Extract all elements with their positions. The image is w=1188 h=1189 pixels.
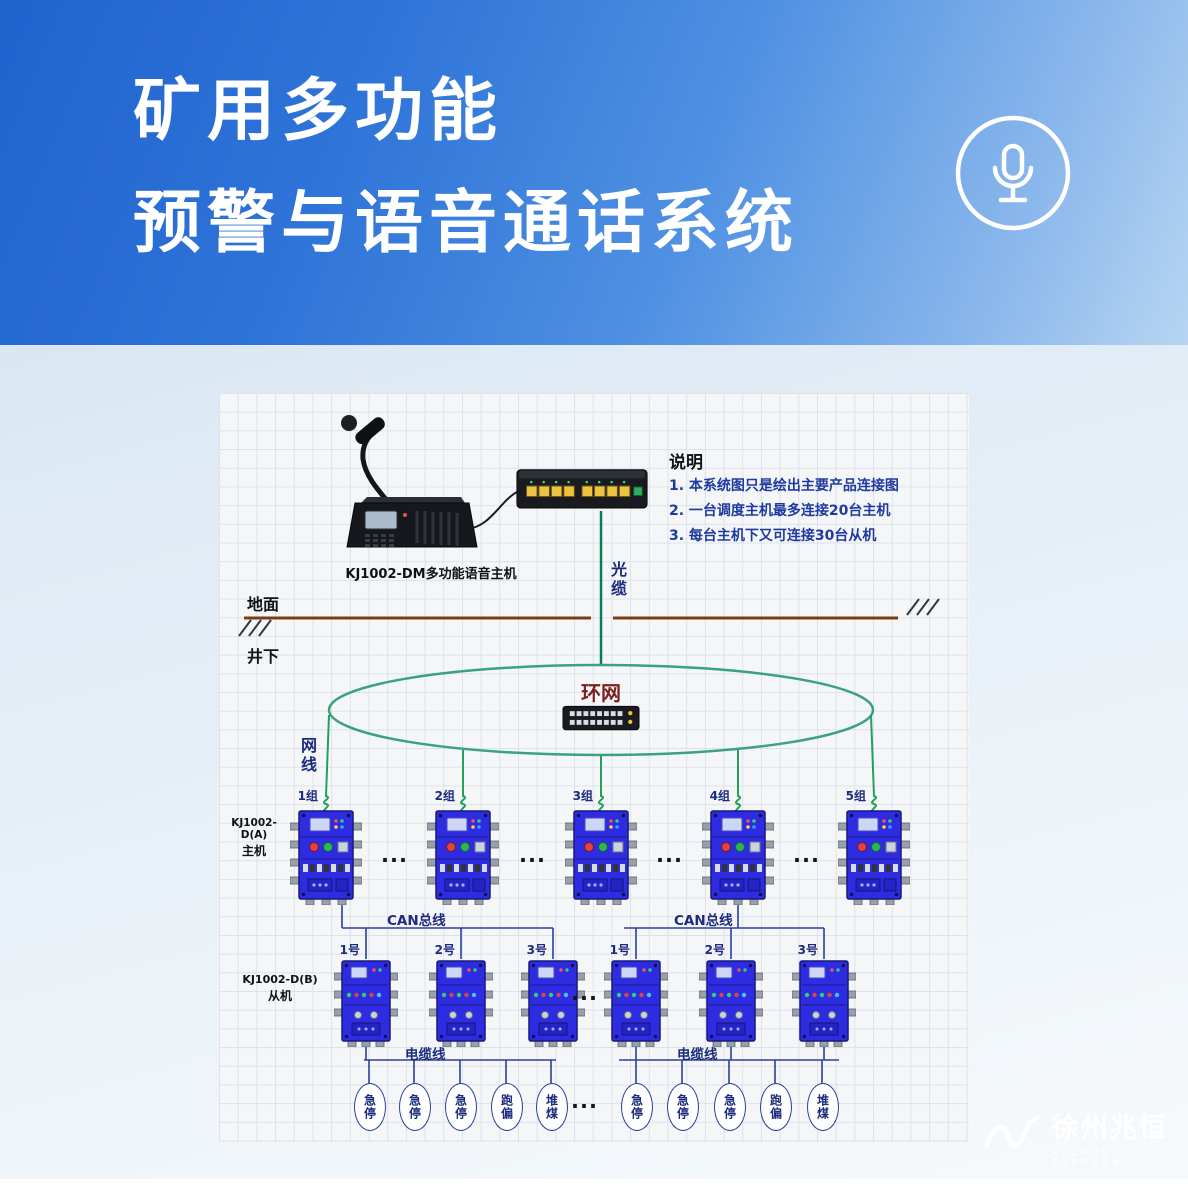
sensor-oval-4: 跑偏 — [491, 1083, 523, 1131]
sensor-label-5: 堆煤 — [544, 1094, 559, 1120]
master-device-3 — [565, 810, 637, 905]
masters-ellipsis-2: ... — [519, 843, 546, 867]
ring-switch-device — [562, 705, 640, 731]
slave-role: 从机 — [267, 989, 292, 1003]
group-label-3: 3组 — [572, 789, 593, 803]
sensor-oval-9: 跑偏 — [760, 1083, 792, 1131]
netline-label: 网线 — [298, 737, 317, 775]
slave-model: KJ1002-D(B) — [242, 973, 318, 986]
notes-block: 说明 1. 本系统图只是绘出主要产品连接图 2. 一台调度主机最多连接20台主机… — [669, 448, 899, 548]
slave-device-4 — [604, 960, 668, 1047]
master-device-4 — [702, 810, 774, 905]
underground-label: 井下 — [247, 647, 280, 666]
masters-ellipsis-1: ... — [381, 843, 408, 867]
slave-label-1: 1号 — [339, 943, 360, 957]
system-diagram: KJ1002-DM多功能语音主机 说明 1. 本系统图只是绘出主要产品连接图 2… — [219, 393, 969, 1142]
watermark-name: 徐州兆恒 — [1051, 1113, 1168, 1144]
sensor-label-6: 急停 — [629, 1094, 644, 1120]
watermark-logo — [984, 1115, 1040, 1148]
master-device-2 — [427, 810, 499, 905]
sensor-label-4: 跑偏 — [499, 1094, 514, 1120]
slave-device-2 — [429, 960, 493, 1047]
masters-ellipsis-3: ... — [656, 843, 683, 867]
header-banner: 矿用多功能 预警与语音通话系统 — [0, 0, 1188, 345]
sensor-label-10: 堆煤 — [815, 1094, 830, 1120]
watermark-subtitle: XUZHOU ZHAOHENG — [1051, 1148, 1133, 1168]
can-bus-label-right: CAN总线 — [674, 913, 733, 929]
group-label-5: 5组 — [845, 789, 866, 803]
watermark-text: 徐州兆恒 XUZHOU ZHAOHENG — [1052, 1106, 1188, 1168]
sensor-oval-8: 急停 — [714, 1083, 746, 1131]
page-title-line-2: 预警与语音通话系统 — [133, 184, 800, 263]
cable-label-right: 电缆线 — [677, 1047, 718, 1063]
note-item-3: 3. 每台主机下又可连接30台从机 — [669, 528, 877, 544]
slave-label-2: 2号 — [434, 943, 455, 957]
slave-label-6: 3号 — [797, 943, 818, 957]
brand-watermark: 徐州兆恒 XUZHOU ZHAOHENG — [983, 1106, 1188, 1168]
slaves-ellipsis: ... — [571, 981, 598, 1005]
note-item-1: 1. 本系统图只是绘出主要产品连接图 — [669, 478, 899, 494]
core-switch-device — [516, 469, 648, 509]
page-title-line-1: 矿用多功能 — [133, 72, 504, 151]
master-caption: KJ1002-D(A) 主机 — [219, 817, 289, 859]
sensor-label-8: 急停 — [722, 1094, 737, 1120]
slave-device-6 — [792, 960, 856, 1047]
sensor-label-3: 急停 — [453, 1094, 468, 1120]
sensor-label-9: 跑偏 — [768, 1094, 783, 1120]
sensor-oval-10: 堆煤 — [807, 1083, 839, 1131]
master-model: KJ1002-D(A) — [231, 817, 277, 841]
slave-device-5 — [699, 960, 763, 1047]
can-bus-label-left: CAN总线 — [387, 913, 446, 929]
sensor-label-7: 急停 — [675, 1094, 690, 1120]
note-item-2: 2. 一台调度主机最多连接20台主机 — [669, 503, 891, 519]
console-label: KJ1002-DM多功能语音主机 — [345, 567, 517, 582]
surface-label: 地面 — [247, 595, 280, 614]
master-device-1 — [290, 810, 362, 905]
ring-label: 环网 — [581, 681, 621, 705]
slave-device-1 — [334, 960, 398, 1047]
dispatch-console-device — [319, 411, 489, 571]
fiber-label: 光缆 — [608, 561, 627, 599]
bottom-strip — [0, 1179, 1188, 1189]
cable-label-left: 电缆线 — [405, 1047, 446, 1063]
sensor-oval-5: 堆煤 — [536, 1083, 568, 1131]
master-device-5 — [838, 810, 910, 905]
notes-title: 说明 — [669, 453, 703, 473]
group-label-2: 2组 — [434, 789, 455, 803]
sensor-oval-1: 急停 — [354, 1083, 386, 1131]
sensor-oval-6: 急停 — [621, 1083, 653, 1131]
slave-label-3: 3号 — [526, 943, 547, 957]
master-role: 主机 — [241, 844, 266, 858]
sensor-oval-2: 急停 — [399, 1083, 431, 1131]
sensor-oval-7: 急停 — [667, 1083, 699, 1131]
sensor-label-1: 急停 — [362, 1094, 377, 1120]
microphone-icon — [955, 115, 1071, 231]
group-label-1: 1组 — [297, 789, 318, 803]
sensor-label-2: 急停 — [407, 1094, 422, 1120]
slave-caption: KJ1002-D(B) 从机 — [231, 973, 329, 1004]
slave-label-4: 1号 — [609, 943, 630, 957]
group-label-4: 4组 — [709, 789, 730, 803]
slave-label-5: 2号 — [704, 943, 725, 957]
masters-ellipsis-4: ... — [793, 843, 820, 867]
sensor-oval-3: 急停 — [445, 1083, 477, 1131]
sensors-ellipsis: ... — [571, 1089, 598, 1113]
